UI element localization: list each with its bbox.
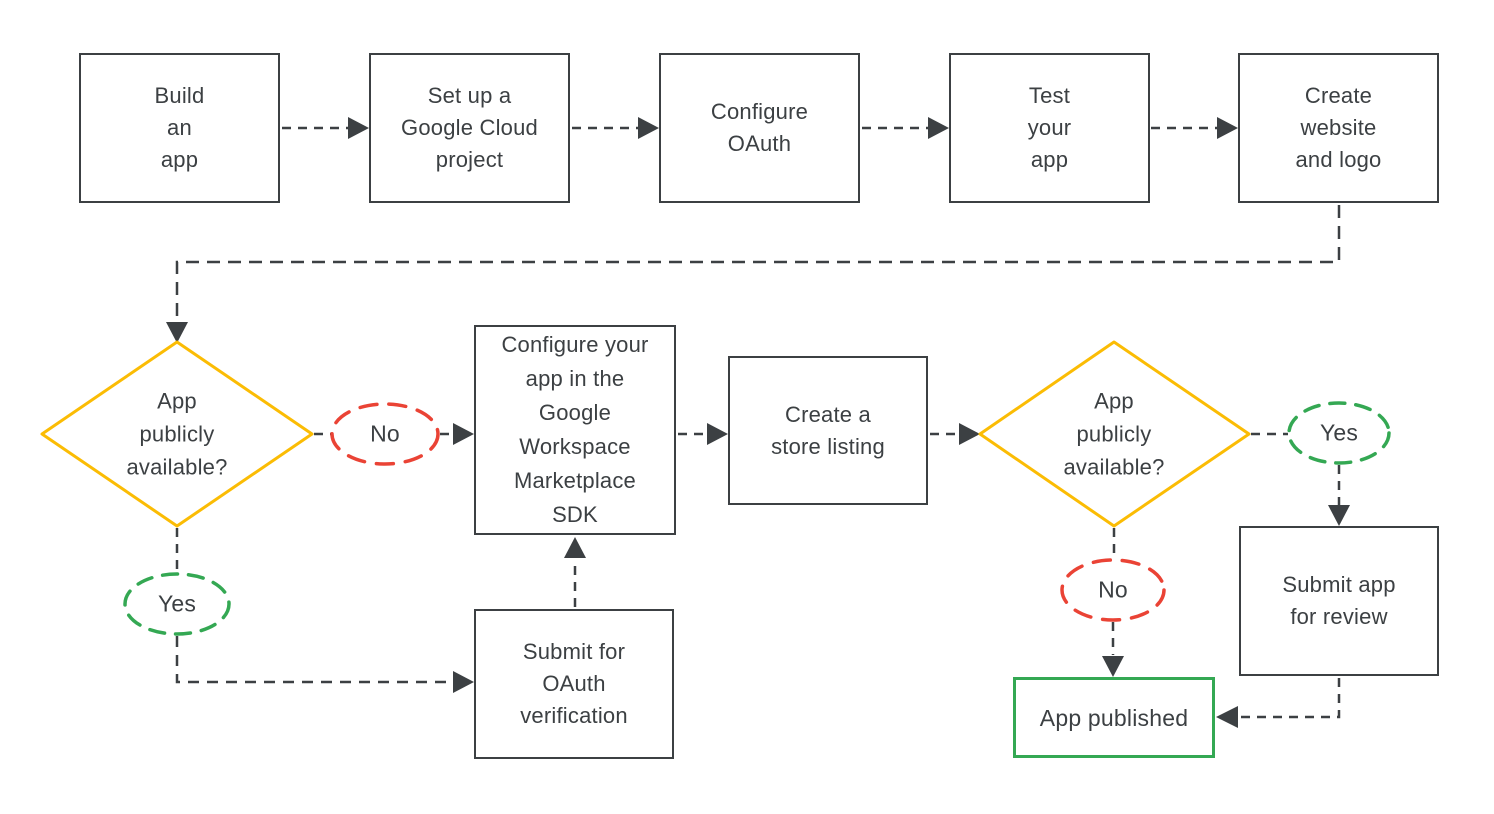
arrowhead-into-decision2 xyxy=(959,423,980,445)
yes1-oval xyxy=(123,572,231,636)
no2-label: No xyxy=(1098,576,1128,603)
node-create-website-and-logo: Create website and logo xyxy=(1238,53,1439,203)
decision1-diamond xyxy=(40,340,314,528)
no1-oval xyxy=(330,402,440,466)
arrowhead-into-sdk-bottom xyxy=(564,537,586,558)
node-test-your-app: Test your app xyxy=(949,53,1150,203)
arrowhead-into-test xyxy=(928,117,949,139)
no2-oval xyxy=(1060,558,1166,622)
arrowhead-into-store xyxy=(707,423,728,445)
no1-label: No xyxy=(370,420,400,447)
arrowhead-into-published-top xyxy=(1102,656,1124,677)
arrowhead-into-oauth xyxy=(638,117,659,139)
node-submit-for-oauth-verification: Submit for OAuth verification xyxy=(474,609,674,759)
decision1-label: App publicly available? xyxy=(126,388,228,480)
yes2-label: Yes xyxy=(1319,419,1359,446)
arrowhead-into-setup xyxy=(348,117,369,139)
node-build-an-app: Build an app xyxy=(79,53,280,203)
arrowhead-into-decision1 xyxy=(166,322,188,343)
connector-review-to-published xyxy=(1238,678,1341,719)
arrowhead-into-published-right xyxy=(1216,706,1238,728)
connector-website-to-decision1 xyxy=(175,205,1341,322)
node-submit-app-for-review: Submit app for review xyxy=(1239,526,1439,676)
node-app-published: App published xyxy=(1013,677,1215,758)
node-set-up-google-cloud-project: Set up a Google Cloud project xyxy=(369,53,570,203)
arrowhead-into-website xyxy=(1217,117,1238,139)
arrowhead-into-sdk xyxy=(453,423,474,445)
connector-yes1-to-oauth-verification xyxy=(175,636,453,684)
arrowhead-into-oauth-verification xyxy=(453,671,474,693)
node-create-store-listing: Create a store listing xyxy=(728,356,928,505)
yes1-label: Yes xyxy=(157,590,197,617)
arrowhead-into-review xyxy=(1328,505,1350,526)
node-configure-oauth: Configure OAuth xyxy=(659,53,860,203)
node-configure-marketplace-sdk: Configure your app in the Google Workspa… xyxy=(474,325,676,535)
decision2-label: App publicly available? xyxy=(1063,388,1165,480)
decision2-diamond xyxy=(978,340,1251,528)
yes2-oval xyxy=(1287,401,1391,465)
